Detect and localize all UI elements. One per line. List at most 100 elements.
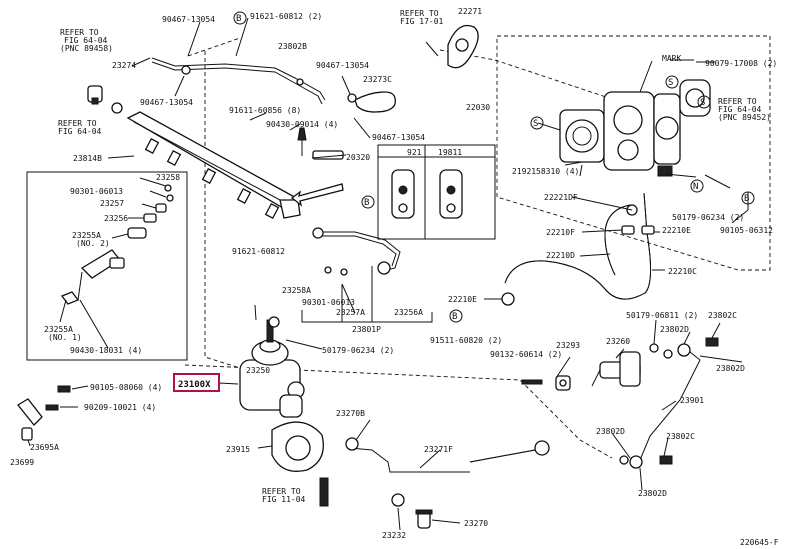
callout-refer-4: REFER TO [718,97,757,106]
callout-90467-a: 90467-13054 [162,15,215,24]
callout-23802c-b: 23802C [666,432,695,441]
callout-90430-b: 90430-18031 (4) [70,346,142,355]
callout-23256: 23256 [104,214,128,223]
callout-50179-b: 50179-06234 (2) [322,346,394,355]
bolt-90105 [57,385,71,393]
callout-23270: 23270 [464,519,488,528]
callout-23802d-d: 23802D [638,489,667,498]
callout-50179-a: 50179-06234 (2) [672,213,744,222]
bolt-90209 [45,404,59,411]
gasket-23915 [271,421,324,472]
callout-23270b: 23270B [336,409,365,418]
callout-refer-1-pnc: (PNC 89458) [60,44,113,53]
callout-no2: (NO. 2) [76,239,110,248]
callout-23257a: 23257A [336,308,365,317]
mark-detail-box [377,144,496,240]
callouts: REFER TO FIG 64-04 (PNC 89458) 90467-130… [10,7,779,547]
fuel-hose-23273c [347,91,396,113]
injector-detail-box [26,171,188,361]
marker-b: B [364,198,369,208]
callout-21921: 21921 [512,167,536,176]
callout-refer-5: REFER TO [262,487,301,496]
callout-refer-5-fig: FIG 11-04 [262,495,306,504]
fuel-pipe-23271f [345,437,550,529]
callout-90301-a: 90301-06013 [70,187,123,196]
callout-23232: 23232 [382,531,406,540]
callout-22210f: 22210F [546,228,575,237]
callout-58310: 58310 (4) [536,167,579,176]
callout-23915: 23915 [226,445,250,454]
callout-23271f: 23271F [424,445,453,454]
callout-refer-3-fig: FIG 64-04 [58,127,102,136]
arrow-to-rail [290,183,344,207]
callout-23802d-c: 23802D [596,427,625,436]
callout-90105-b: 90105-08060 (4) [90,383,162,392]
gasket-22271 [425,24,479,69]
fuel-delivery-pipe [126,111,302,220]
bracket-23695a [17,398,43,426]
hose-clamp [641,225,655,235]
marker-b: B [452,312,457,322]
callout-22221df: 22221DF [544,193,578,202]
callout-90132: 90132-60614 (2) [490,350,562,359]
marker-b: B [744,194,749,204]
callout-23802c-a: 23802C [708,311,737,320]
callout-23802d-a: 23802D [660,325,689,334]
callout-90430: 90430-09014 (4) [266,120,338,129]
fuel-pipe-23802b [151,57,326,105]
callout-23695a: 23695A [30,443,59,452]
hose-clamp [621,225,635,235]
callout-22271: 22271 [458,7,482,16]
callout-90105-a: 90105-06312 [720,226,773,235]
mark-detail-19811 [439,169,463,219]
marker-b: B [236,14,241,24]
callout-50179-c: 50179-06811 (2) [626,311,698,320]
mark-detail-921 [391,169,415,219]
callout-23258a: 23258A [282,286,311,295]
callout-20320: 20320 [346,153,370,162]
callout-23257: 23257 [100,199,124,208]
callout-refer-1-fig: FIG 64-04 [64,36,108,45]
callout-22030: 22030 [466,103,490,112]
callout-23699: 23699 [10,458,34,467]
callout-90467-d: 90467-13054 [372,133,425,142]
pulsation-damper [87,85,123,114]
callout-refer-2: REFER TO [400,9,439,18]
hose-22210c [504,192,651,300]
callout-23100x: 23100X [178,380,211,390]
callout-refer-2-fig: FIG 17-01 [400,17,444,26]
callout-23255a-2: 23255A [72,231,101,240]
callout-23814b: 23814B [73,154,102,163]
fuel-pipe-23260 [521,343,673,391]
diagram-code: 220645-F [740,538,779,547]
callout-90467-b: 90467-13054 [316,61,369,70]
marker-s: S [533,119,538,129]
stud-bolt [319,477,329,507]
callout-921: 921 [407,148,422,157]
callout-90079: 90079-17008 (2) [705,59,777,68]
callout-90209: 90209-10021 (4) [84,403,156,412]
callout-refer-4-pnc: (PNC 89452) [718,113,771,122]
callout-22210d: 22210D [546,251,575,260]
callout-23256a: 23256A [394,308,423,317]
callout-refer-3: REFER TO [58,119,97,128]
leader-lines [27,17,749,531]
callout-23802b: 23802B [278,42,307,51]
callout-22210e-a: 22210E [662,226,691,235]
fuel-injector-20320 [297,127,344,160]
marker-s: S [700,98,705,108]
marker-n: N [693,182,698,192]
callout-23260: 23260 [606,337,630,346]
callout-22210c: 22210C [668,267,697,276]
fuel-pipe-23801p [301,227,433,323]
callout-91621-b: 91621-60812 [232,247,285,256]
callout-mark: MARK [662,54,681,63]
callout-no1: (NO. 1) [48,333,82,342]
callout-23802d-b: 23802D [716,364,745,373]
throttle-body-outline [496,35,771,271]
callout-90467-c: 90467-13054 [140,98,193,107]
callout-91621-a: 91621-60812 (2) [250,12,322,21]
callout-refer-4-fig: FIG 64-04 [718,105,762,114]
